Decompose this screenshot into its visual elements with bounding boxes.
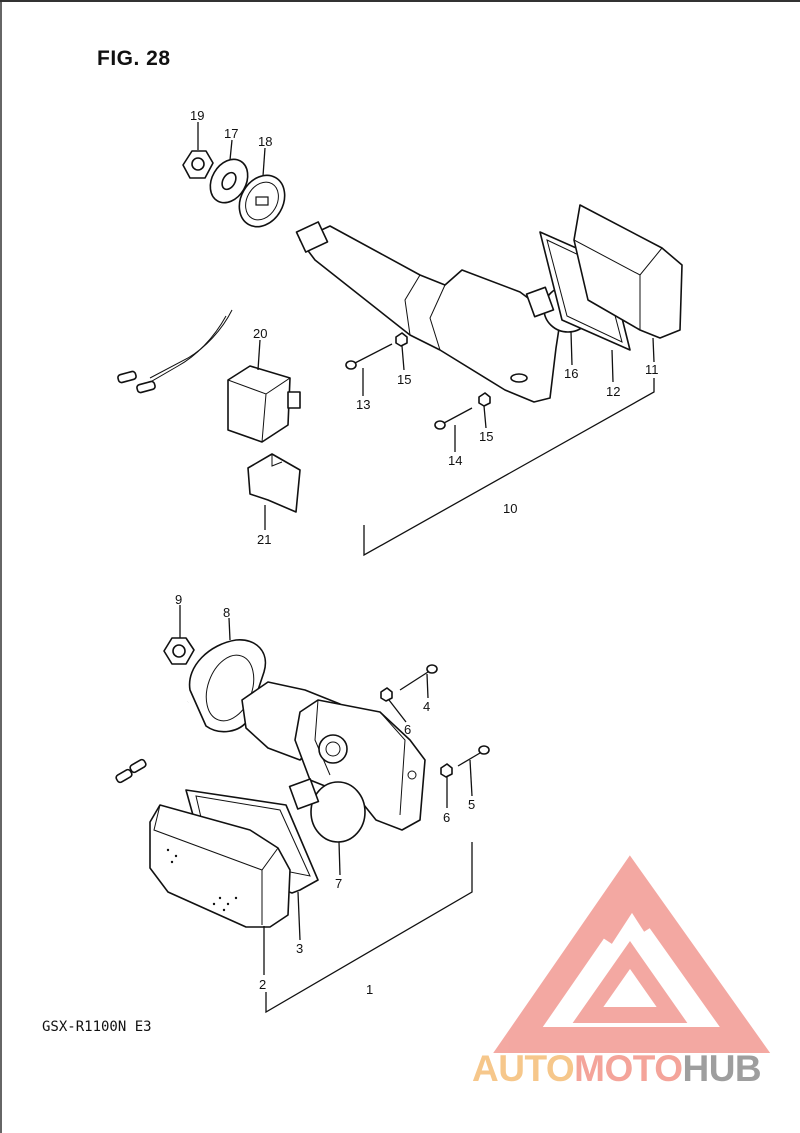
bulb-7 [288,778,366,843]
callout-10: 10 [503,501,517,516]
figure-title: FIG. 28 [97,47,171,70]
washer-18 [238,174,286,228]
callout-21: 21 [257,532,271,547]
callout-12: 12 [606,384,620,399]
callout-19: 19 [190,108,204,123]
callout-2: 2 [259,977,266,992]
nut-19 [182,150,214,179]
callout-8: 8 [223,605,230,620]
model-label: GSX-R1100N E3 [42,1019,152,1035]
lens-11 [573,204,683,339]
callout-16: 16 [564,366,578,381]
automotohub-logo [493,855,771,1053]
relay-20 [227,365,301,443]
bracket-21 [247,453,301,513]
watermark-hub: HUB [682,1048,762,1089]
watermark-text: AUTOMOTOHUB [472,1048,762,1090]
rear-signal-housing [241,681,426,831]
turn-signal-housing [295,221,561,403]
screw-4 [399,664,438,691]
watermark-auto: AUTO [472,1048,575,1089]
callout-20: 20 [253,326,267,341]
nut-6-upper [380,687,393,702]
callout-7: 7 [335,876,342,891]
callout-3: 3 [296,941,303,956]
callout-15-lower: 15 [479,429,493,444]
callout-14: 14 [448,453,462,468]
callout-13: 13 [356,397,370,412]
callout-17: 17 [224,126,238,141]
screw-5 [457,745,490,767]
nut-6-lower [440,763,453,778]
screw-14 [434,407,473,430]
callout-1: 1 [366,982,373,997]
callout-15-upper: 15 [397,372,411,387]
callout-11: 11 [645,362,659,377]
nut-15-upper [395,332,408,347]
callout-6-lower: 6 [443,810,450,825]
nut-9 [163,637,195,665]
nut-15-lower [478,392,491,407]
callout-6-upper: 6 [404,722,411,737]
lens-2 [149,804,291,928]
callout-5: 5 [468,797,475,812]
callout-4: 4 [423,699,430,714]
watermark-moto: MOTO [574,1048,683,1089]
callout-9: 9 [175,592,182,607]
callout-18: 18 [258,134,272,149]
screw-13 [345,343,393,370]
